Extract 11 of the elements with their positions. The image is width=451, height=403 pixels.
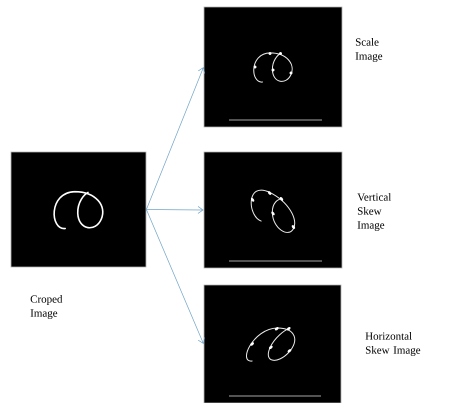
image-label: Croped Image [30,295,62,319]
image-label: Vertical Skew Image [357,193,392,231]
picture [204,284,342,403]
image-label: Horizontal Skew Image [366,332,420,356]
picture [204,6,342,128]
arrow [146,209,205,344]
arrow [146,206,204,214]
picture [204,152,342,268]
picture [10,152,146,268]
arrow [146,67,206,210]
image-label: Scale Image [356,38,382,62]
